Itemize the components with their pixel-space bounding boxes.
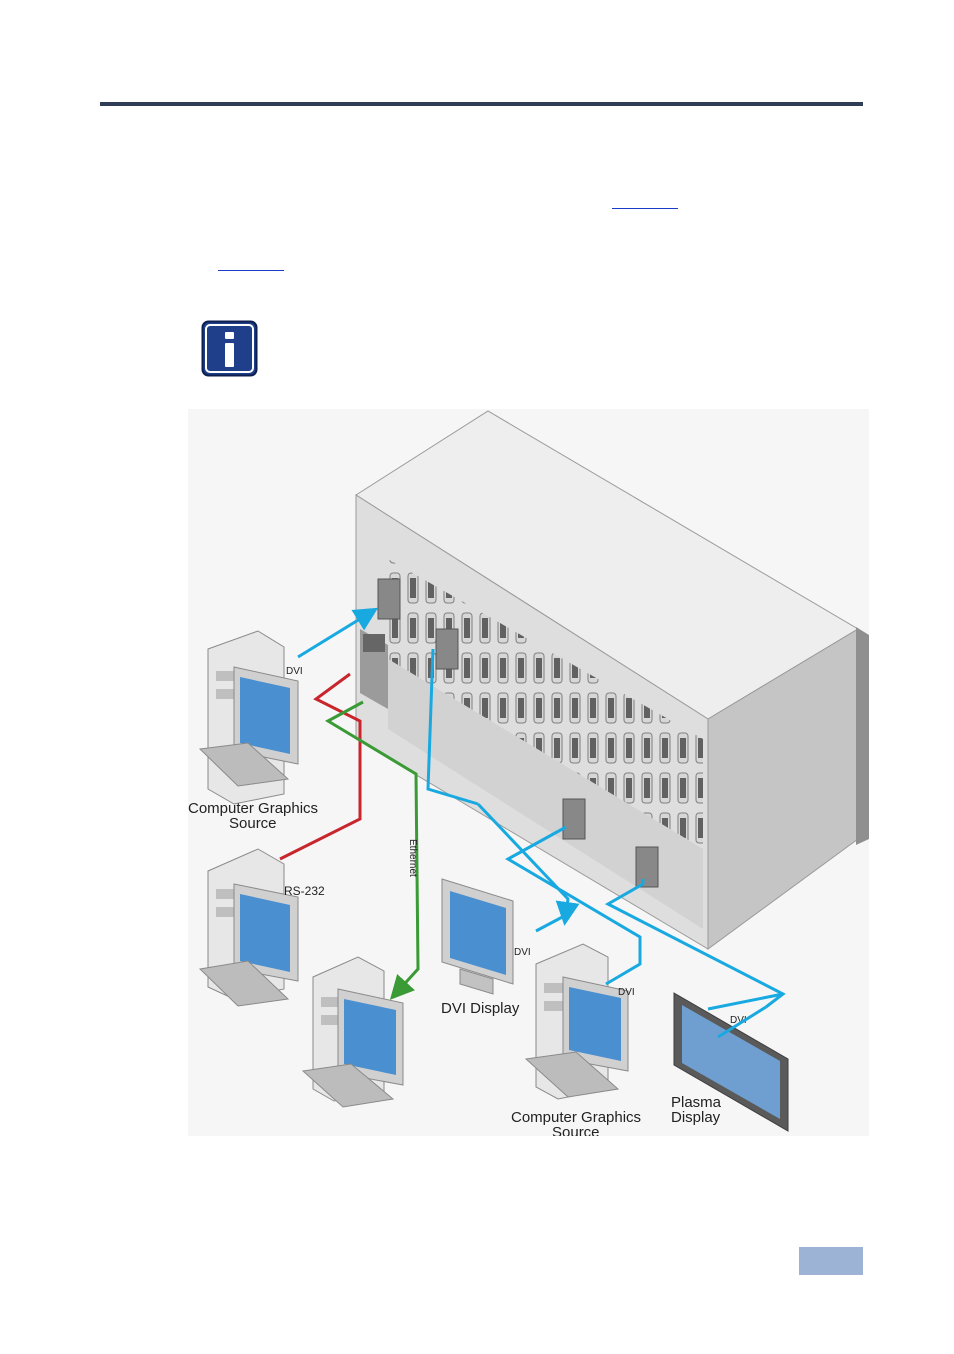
computer-ethernet xyxy=(301,956,404,1108)
computer-source-bottom xyxy=(524,943,629,1100)
header-rule xyxy=(100,102,863,106)
dvi-cables xyxy=(297,607,786,1009)
rs232-cable xyxy=(279,672,362,861)
connection-diagram: Computer Graphics Source DVI RS-232 Ethe… xyxy=(188,409,869,1136)
label-rs232: RS-232 xyxy=(284,884,325,898)
figure-link-1[interactable] xyxy=(612,208,678,209)
label-source-bottom-line2: Source xyxy=(552,1124,600,1136)
label-dvi-source-bottom: DVI xyxy=(618,987,635,998)
ethernet-cable xyxy=(324,700,420,1000)
page-number-badge xyxy=(799,1247,863,1275)
label-source-top-line1: Computer Graphics xyxy=(188,800,318,817)
label-source-top-line2: Source xyxy=(229,815,277,832)
computer-rs232 xyxy=(198,848,299,1007)
label-dvi-top: DVI xyxy=(286,666,303,677)
dvi-display-monitor xyxy=(441,878,514,995)
label-plasma-line1: Plasma xyxy=(671,1094,722,1111)
figure-link-2[interactable] xyxy=(218,270,284,271)
label-source-bottom-line1: Computer Graphics xyxy=(511,1109,641,1126)
label-plasma-line2: Display xyxy=(671,1109,721,1126)
label-dvi-display: DVI Display xyxy=(441,1000,520,1017)
label-ethernet: Ethernet xyxy=(407,839,418,877)
matrix-switcher-chassis xyxy=(355,410,869,950)
label-dvi-display-cable: DVI xyxy=(514,947,531,958)
computer-source-top xyxy=(198,630,299,805)
info-icon xyxy=(201,320,258,377)
label-dvi-plasma: DVI xyxy=(730,1015,747,1026)
plasma-display xyxy=(673,992,789,1132)
